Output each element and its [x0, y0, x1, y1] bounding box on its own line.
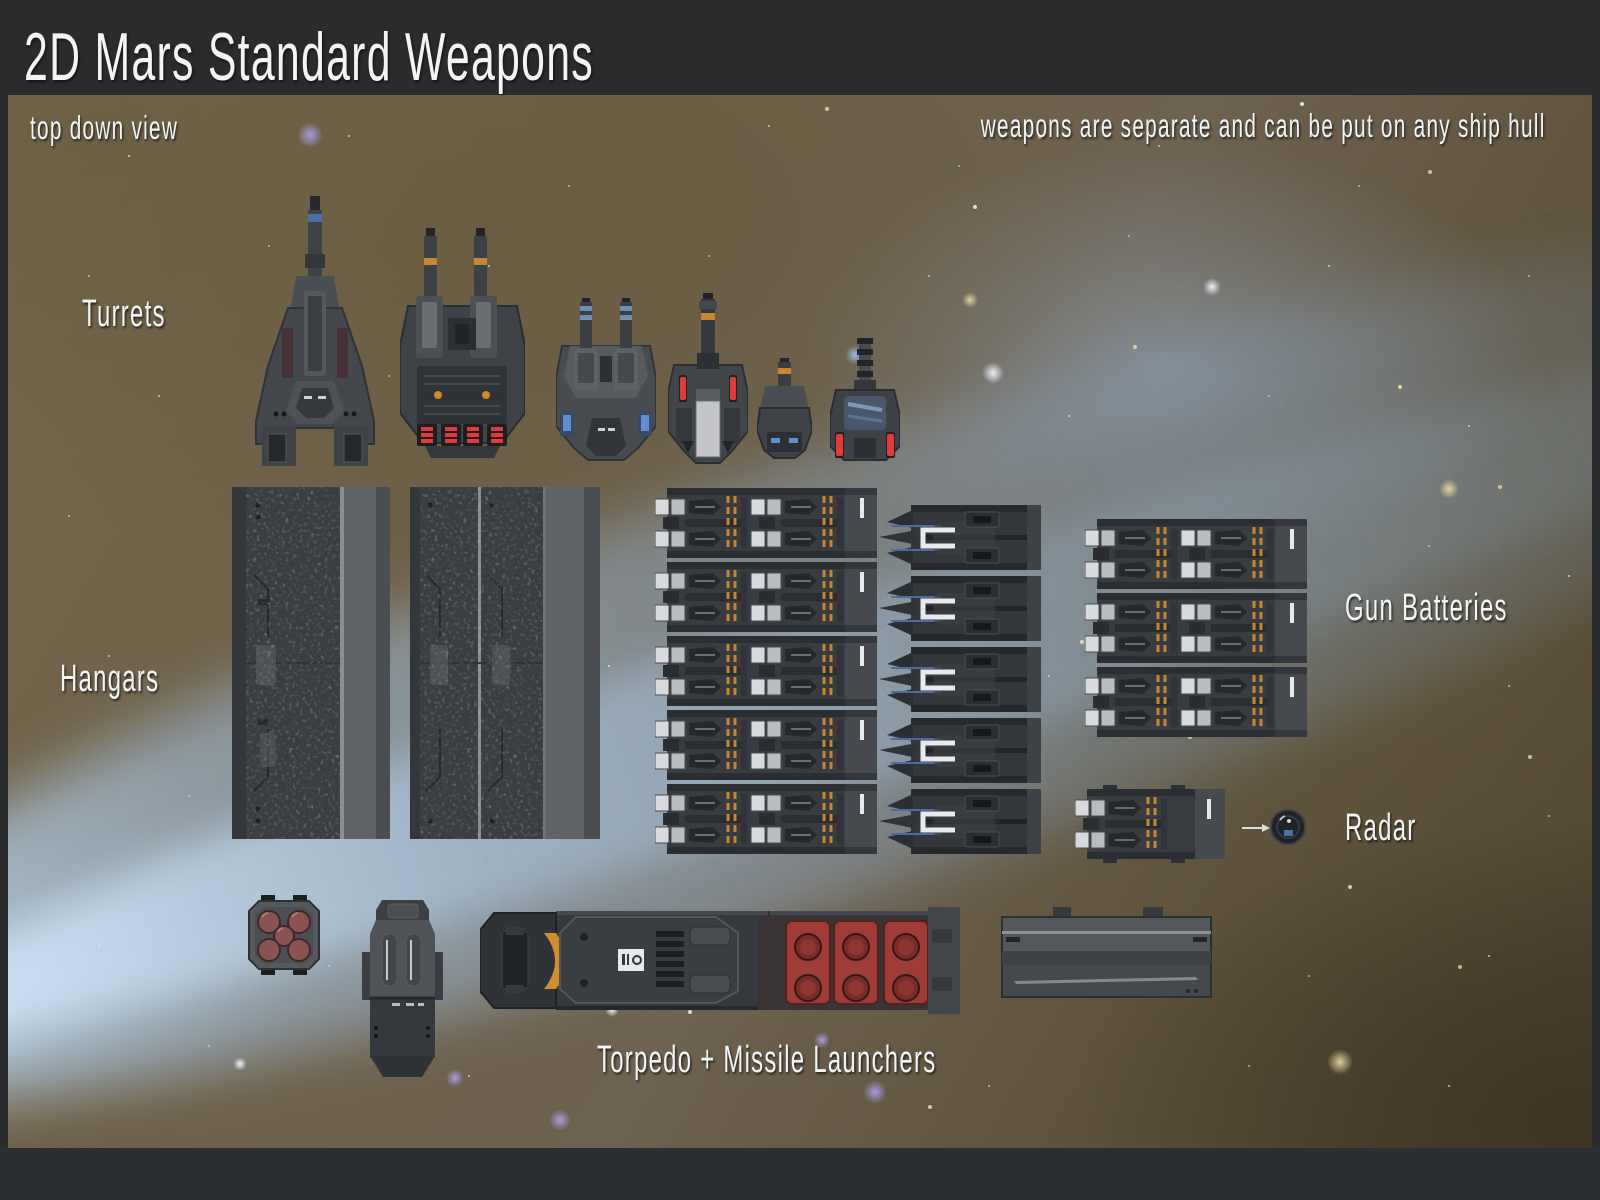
- double-bay-hangar-sprite: [410, 487, 600, 839]
- small-gun-turret-sprite: [757, 358, 812, 459]
- page-title: 2D Mars Standard Weapons: [24, 18, 929, 96]
- battery-stack-3x2-sprite: [1085, 517, 1307, 740]
- battery-stack-5x1-sprite: [877, 502, 1041, 858]
- turrets-label: Turrets: [82, 293, 166, 335]
- star-glow: [446, 1069, 464, 1087]
- launchers-label: Torpedo + Missile Launchers: [597, 1039, 937, 1081]
- star-field-bright: [1038, 135, 1042, 139]
- star-glow: [233, 1057, 247, 1071]
- missile-pod-5-tube-sprite: [248, 895, 320, 975]
- missile-box-launcher-sprite: [1001, 907, 1212, 998]
- bottom-bar: [0, 1148, 1600, 1200]
- radar-label: Radar: [1345, 807, 1417, 849]
- dual-cannon-turret-sprite: [400, 228, 525, 458]
- single-bay-hangar-sprite: [232, 487, 390, 839]
- vertical-missile-launcher-sprite: [362, 900, 443, 1077]
- gatling-turret-sprite: [830, 338, 900, 461]
- star-field: [128, 155, 130, 157]
- hangars-label: Hangars: [60, 658, 160, 700]
- gun-batteries-label: Gun Batteries: [1345, 587, 1508, 629]
- star-glow: [1327, 1049, 1353, 1075]
- page-title-text: 2D Mars Standard Weapons: [24, 19, 594, 95]
- star-glow: [297, 122, 323, 148]
- twin-flak-turret-sprite: [556, 298, 656, 461]
- torpedo-launcher-6-tube-sprite: [480, 907, 960, 1014]
- medium-laser-turret-sprite: [668, 293, 748, 464]
- heavy-cannon-turret-sprite: [255, 196, 375, 466]
- view-note: top down view: [30, 109, 179, 146]
- battery-stack-5x2-sprite: [655, 486, 877, 858]
- star-glow: [1203, 278, 1221, 296]
- battery-single-sprite: [1075, 785, 1225, 863]
- radar-dish-sprite: [1242, 809, 1306, 845]
- star-glow: [1439, 479, 1459, 499]
- star-glow: [962, 292, 978, 308]
- nebula-canvas: top down view weapons are separate and c…: [8, 95, 1592, 1148]
- star-glow: [549, 1109, 571, 1131]
- hull-note: weapons are separate and can be put on a…: [981, 107, 1546, 144]
- star-glow: [863, 1080, 887, 1104]
- star-glow: [982, 362, 1004, 384]
